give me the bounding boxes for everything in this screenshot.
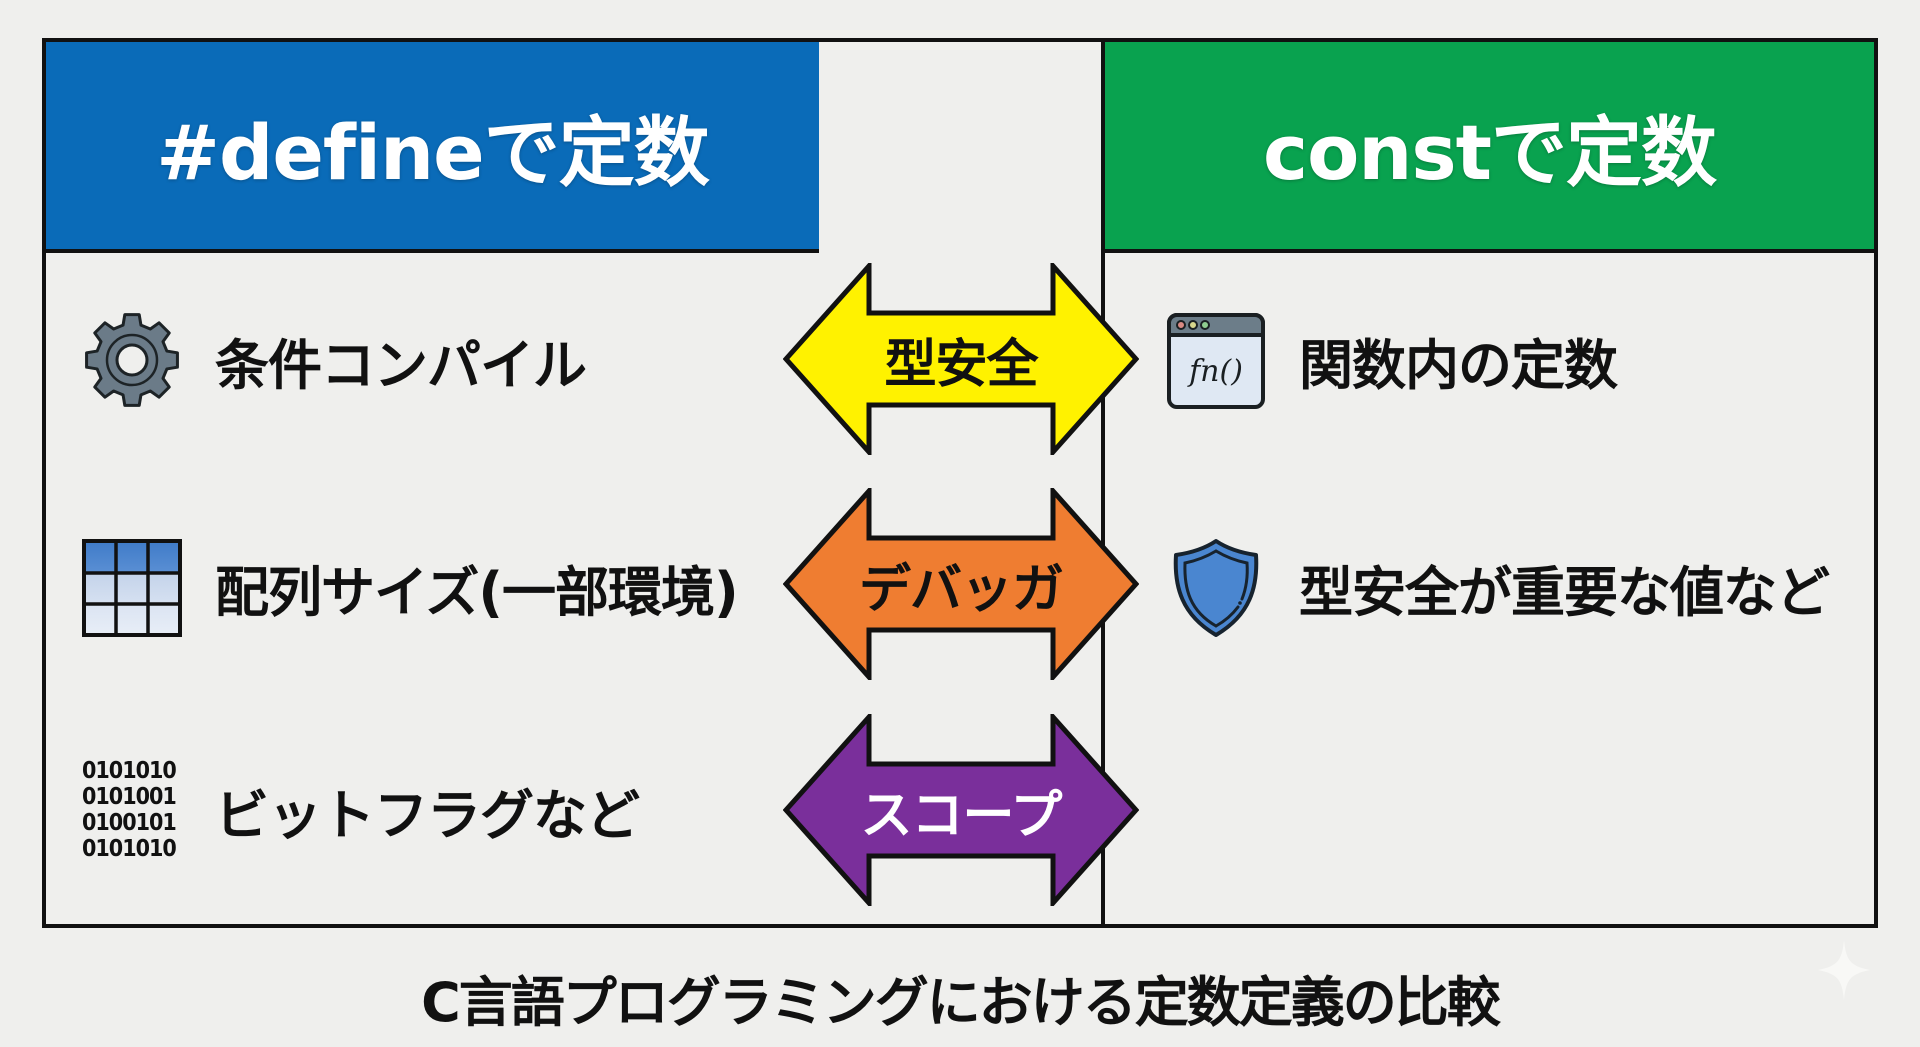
binary-line: 0101010 xyxy=(82,758,177,784)
define-column: #defineで定数 xyxy=(42,38,823,928)
const-header: constで定数 xyxy=(1105,42,1874,253)
binary-line: 0100101 xyxy=(82,810,177,836)
const-item-label: 関数内の定数 xyxy=(1299,333,1618,397)
define-item-bit-flags: 0101010 0101001 0100101 0101010 ビットフラグなど xyxy=(82,755,640,865)
const-item-label: 型安全が重要な値など xyxy=(1299,560,1830,624)
define-item-conditional-compile: 条件コンパイル xyxy=(82,305,587,415)
sparkle-icon xyxy=(1818,940,1870,1000)
const-column: constで定数 xyxy=(1101,38,1878,928)
binary-code-icon: 0101010 0101001 0100101 0101010 xyxy=(82,758,182,862)
shield-icon xyxy=(1166,537,1266,637)
define-header: #defineで定数 xyxy=(46,42,819,253)
define-item-label: 条件コンパイル xyxy=(215,333,587,397)
comparison-arrow-type-safety: 型安全 xyxy=(783,263,1139,455)
comparison-arrow-scope: スコープ xyxy=(783,714,1139,906)
const-item-function-local: fn() 関数内の定数 xyxy=(1166,305,1618,415)
define-title: #defineで定数 xyxy=(156,107,709,197)
arrow-label: デバッガ xyxy=(858,559,1064,620)
define-item-label: 配列サイズ(一部環境) xyxy=(215,560,739,624)
gear-icon xyxy=(82,310,182,410)
function-icon-text: fn() xyxy=(1189,353,1243,389)
grid-table-icon xyxy=(82,537,182,637)
define-item-label: ビットフラグなど xyxy=(215,783,640,847)
arrow-label: スコープ xyxy=(860,785,1063,846)
comparison-arrow-debugger: デバッガ xyxy=(783,488,1139,680)
binary-line: 0101010 xyxy=(82,836,177,862)
const-item-type-safe: 型安全が重要な値など xyxy=(1166,532,1830,642)
diagram-caption: C言語プログラミングにおける定数定義の比較 xyxy=(421,971,1501,1034)
function-window-icon: fn() xyxy=(1166,310,1266,410)
const-title: constで定数 xyxy=(1263,107,1717,197)
binary-line: 0101001 xyxy=(82,784,177,810)
arrow-label: 型安全 xyxy=(884,334,1038,395)
define-item-array-size: 配列サイズ(一部環境) xyxy=(82,532,739,642)
